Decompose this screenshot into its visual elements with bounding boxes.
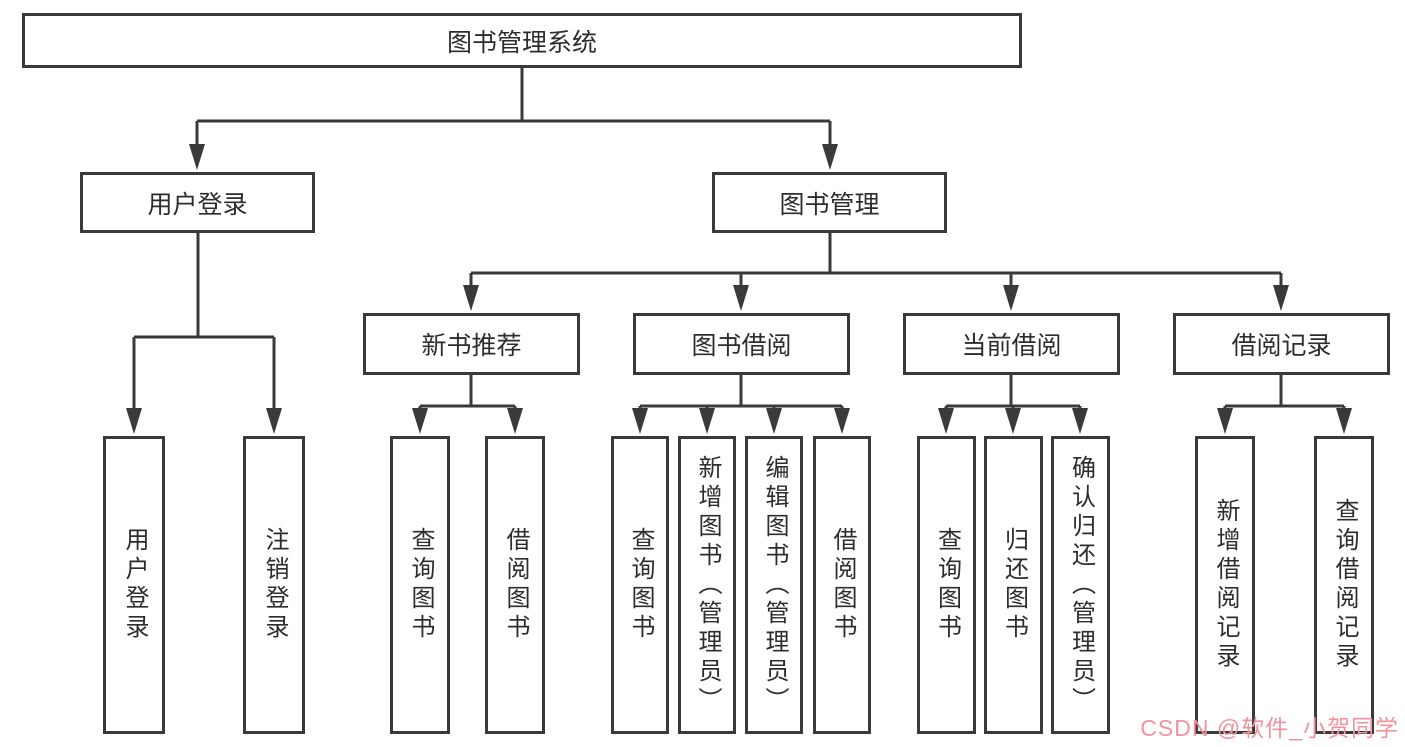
leaf-query-book-2-label: 查询图书 — [627, 527, 654, 643]
leaf-query-book-3-label: 查询图书 — [933, 527, 961, 643]
node-new-book-recommend-label: 新书推荐 — [421, 332, 522, 360]
leaf-confirm-return-admin: 确认归还（管理员） — [1051, 436, 1110, 734]
node-book-management: 图书管理 — [712, 172, 947, 233]
node-root-label: 图书管理系统 — [446, 28, 597, 57]
node-borrow-record: 借阅记录 — [1173, 313, 1390, 375]
leaf-query-book-2: 查询图书 — [611, 436, 669, 734]
leaf-return-book-label: 归还图书 — [1000, 527, 1028, 643]
leaf-borrow-book-1-label: 借阅图书 — [502, 527, 529, 643]
leaf-add-borrow-record-label: 新增借阅记录 — [1212, 498, 1239, 672]
leaf-add-borrow-record: 新增借阅记录 — [1195, 436, 1255, 734]
leaf-borrow-book-2: 借阅图书 — [813, 436, 871, 734]
node-book-borrow: 图书借阅 — [633, 313, 850, 375]
node-borrow-record-label: 借阅记录 — [1231, 332, 1332, 360]
leaf-query-book-1: 查询图书 — [390, 436, 450, 734]
leaf-edit-book-admin-label: 编辑图书（管理员） — [761, 454, 788, 716]
node-new-book-recommend: 新书推荐 — [363, 313, 580, 375]
node-current-borrow: 当前借阅 — [903, 313, 1120, 375]
node-root: 图书管理系统 — [22, 13, 1022, 68]
node-book-borrow-label: 图书借阅 — [691, 332, 792, 360]
leaf-add-book-admin-label: 新增图书（管理员） — [694, 454, 721, 716]
node-user-login: 用户登录 — [80, 172, 315, 233]
leaf-borrow-book-2-label: 借阅图书 — [829, 527, 856, 643]
leaf-add-book-admin: 新增图书（管理员） — [678, 436, 736, 734]
csdn-watermark: CSDN @软件_小贺同学 — [1140, 715, 1399, 741]
leaf-logout: 注销登录 — [243, 436, 305, 734]
leaf-query-borrow-record-label: 查询借阅记录 — [1331, 498, 1358, 672]
node-book-management-label: 图书管理 — [779, 190, 880, 219]
leaf-query-borrow-record: 查询借阅记录 — [1314, 436, 1374, 734]
node-current-borrow-label: 当前借阅 — [961, 332, 1062, 360]
connector-paths — [132, 68, 1346, 412]
leaf-query-book-1-label: 查询图书 — [407, 527, 434, 643]
node-user-login-label: 用户登录 — [147, 190, 248, 219]
leaf-user-login-label: 用户登录 — [121, 527, 148, 643]
leaf-edit-book-admin: 编辑图书（管理员） — [745, 436, 803, 734]
leaf-query-book-3: 查询图书 — [917, 436, 976, 734]
leaf-logout-label: 注销登录 — [261, 527, 288, 643]
leaf-return-book: 归还图书 — [984, 436, 1043, 734]
leaf-borrow-book-1: 借阅图书 — [485, 436, 545, 734]
arrowheads — [126, 144, 1352, 434]
leaf-confirm-return-admin-label: 确认归还（管理员） — [1067, 454, 1095, 716]
leaf-user-login: 用户登录 — [103, 436, 165, 734]
